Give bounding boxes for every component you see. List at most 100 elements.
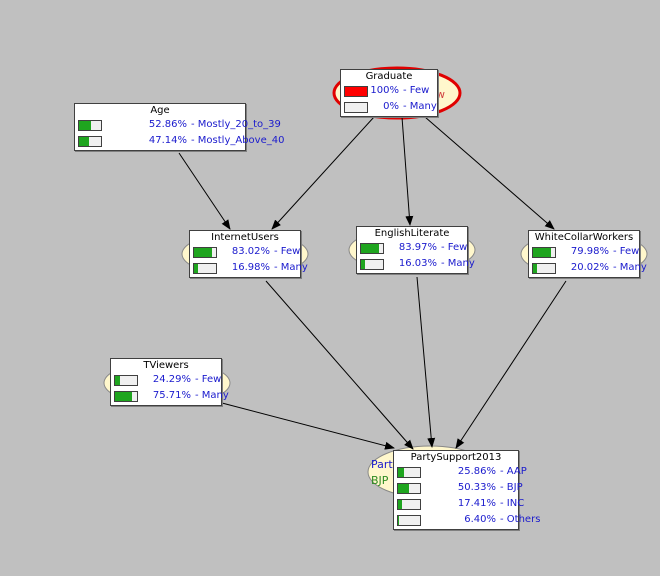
edge-white-collar-workers-to-party-support [455, 280, 567, 449]
state-label: - Few [195, 374, 221, 385]
state-row[interactable]: 25.86% - AAP [394, 465, 527, 481]
probability-bar [344, 102, 368, 113]
state-label: - INC [500, 498, 524, 509]
state-separator: - [403, 85, 410, 96]
state-name: Mostly_20_to_39 [197, 119, 281, 130]
state-name: Others [506, 514, 541, 525]
state-name: Few [409, 85, 430, 96]
state-percent: 0% [383, 101, 399, 112]
probability-bar-fill [398, 468, 404, 477]
state-label: - Others [500, 514, 540, 525]
probability-bar [532, 263, 556, 274]
state-row[interactable]: 50.33%- BJP [394, 481, 523, 497]
state-row[interactable]: 16.98%- Many [190, 261, 308, 277]
state-row[interactable]: 83.97%- Few [357, 241, 467, 257]
state-label: - Few [274, 246, 300, 257]
state-row[interactable]: 6.40%- Others [394, 513, 540, 529]
state-label: - Mostly_20_to_39 [191, 119, 281, 130]
white-collar-workers-title: WhiteCollarWorkers [534, 232, 634, 243]
state-row[interactable]: 17.41% - INC [394, 497, 524, 513]
state-percent: 16.98% [231, 262, 270, 273]
probability-bar [114, 391, 138, 402]
probability-bar [193, 247, 217, 258]
probability-bar [360, 259, 384, 270]
probability-bar [114, 375, 138, 386]
state-name: Mostly_Above_40 [197, 135, 285, 146]
state-name: Many [619, 262, 647, 273]
state-separator: - [274, 262, 281, 273]
probability-bar-fill [398, 516, 400, 525]
internet-users-title: InternetUsers [211, 232, 279, 243]
probability-bar [78, 120, 102, 131]
probability-bar-fill [345, 87, 367, 96]
state-row[interactable]: 0%- Many [341, 100, 437, 116]
state-label: - Few [403, 85, 429, 96]
graduate-hidden-label: w [436, 88, 445, 101]
state-row[interactable]: 83.02%- Few [190, 245, 300, 261]
state-separator: - [500, 514, 507, 525]
probability-bar-fill [194, 264, 198, 273]
edges-layer [178, 116, 567, 450]
state-percent: 50.33% [457, 482, 496, 493]
state-row[interactable]: 20.02%- Many [529, 261, 647, 277]
state-name: Few [619, 246, 640, 257]
state-separator: - [403, 101, 410, 112]
probability-bar [344, 86, 368, 97]
state-separator: - [441, 242, 448, 253]
state-label: - Few [441, 242, 467, 253]
state-label: - Many [403, 101, 437, 112]
state-row[interactable]: 100%- Few [341, 84, 437, 100]
probability-bar [397, 515, 421, 526]
state-percent: 52.86% [148, 119, 187, 130]
edge-internet-users-to-party-support [265, 280, 414, 450]
state-label: - AAP [500, 466, 527, 477]
state-separator: - [195, 374, 202, 385]
probability-bar [397, 499, 421, 510]
state-percent: 17.41% [457, 498, 496, 509]
state-name: AAP [506, 466, 527, 477]
state-percent: 79.98% [570, 246, 609, 257]
edge-age-to-internet-users [178, 152, 231, 230]
tv-viewers-title: TViewers [143, 360, 189, 371]
probability-bar-fill [533, 248, 551, 257]
probability-bar [397, 467, 421, 478]
state-percent: 6.40% [464, 514, 496, 525]
state-separator: - [500, 498, 507, 509]
state-separator: - [195, 390, 202, 401]
probability-bar-fill [79, 137, 90, 146]
state-row[interactable]: 47.14% - Mostly_Above_40 [75, 134, 284, 150]
probability-bar-fill [533, 264, 538, 273]
probability-bar-fill [361, 244, 380, 253]
state-row[interactable]: 79.98%- Few [529, 245, 639, 261]
state-row[interactable]: 16.03%- Many [357, 257, 475, 273]
probability-bar [397, 483, 421, 494]
state-row[interactable]: 52.86%- Mostly_20_to_39 [75, 118, 281, 134]
state-label: - Mostly_Above_40 [191, 135, 284, 146]
party-support-hidden-label-bottom: BJP [371, 474, 389, 487]
state-percent: 16.03% [398, 258, 437, 269]
state-row[interactable]: 75.71%- Many [111, 389, 229, 405]
state-percent: 25.86% [457, 466, 496, 477]
probability-bar-fill [194, 248, 213, 257]
probability-bar [78, 136, 102, 147]
state-separator: - [500, 482, 507, 493]
edge-graduate-to-white-collar-workers [424, 116, 555, 230]
probability-bar-fill [361, 260, 365, 269]
edge-tv-viewers-to-party-support [221, 402, 395, 450]
state-name: Many [409, 101, 437, 112]
party-support-hidden-label-top: Part [371, 458, 393, 471]
state-row[interactable]: 24.29%- Few [111, 373, 221, 389]
probability-bar [532, 247, 556, 258]
probability-bar [193, 263, 217, 274]
state-percent: 100% [370, 85, 399, 96]
probability-bar-fill [398, 500, 402, 509]
state-percent: 47.14% [148, 135, 187, 146]
state-separator: - [191, 119, 198, 130]
